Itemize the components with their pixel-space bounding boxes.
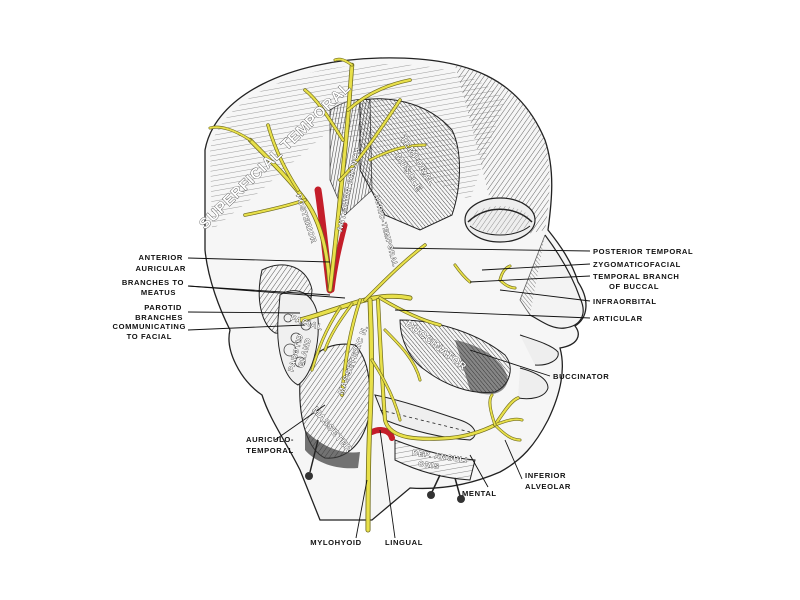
bottom-labels: MYLOHYOID LINGUAL [310,538,423,547]
label-buccinator: BUCCINATOR [553,372,609,381]
eye-orbit [464,197,536,243]
label-zygomaticofacial: ZYGOMATICOFACIAL [593,260,681,269]
facial-nerve [297,243,442,372]
label-temporal-branch-2: OF BUCCAL [609,282,659,291]
superficial-temporal-nerve [208,57,427,293]
label-infraorbital: INFRAORBITAL [593,297,657,306]
label-dep-anguli-2: ORIS [418,459,441,471]
right-labels: POSTERIOR TEMPORAL ZYGOMATICOFACIAL TEMP… [462,247,693,498]
label-parotid-branches-2: BRANCHES [135,313,183,322]
label-auriculotemporal-1: AURICULO- [246,435,294,444]
leader-lines [187,247,591,539]
label-inferior-alveolar-1: INFERIOR [525,471,566,480]
buccinator-muscle [399,319,511,395]
label-inferior-alveolar-2: ALVEOLAR [525,482,571,491]
label-articular: ARTICULAR [593,314,643,323]
label-posterior-temporal: POSTERIOR TEMPORAL [593,247,693,256]
nerves [208,57,524,533]
label-parotid-branches-1: PAROTID [144,303,182,312]
label-anterior-auricular-1: ANTERIOR [139,253,183,262]
label-mylohyoid: MYLOHYOID [310,538,361,547]
label-communicating-2: TO FACIAL [127,332,172,341]
ear-parotid [258,264,319,386]
mental-nerve-fan [488,393,524,442]
label-temporal-branch-1: TEMPORAL BRANCH [593,272,679,281]
retractor-pins [305,439,465,503]
label-auriculotemporal-2: TEMPORAL [246,446,293,455]
label-lingual: LINGUAL [385,538,423,547]
label-mental: MENTAL [462,489,497,498]
label-communicating-1: COMMUNICATING [113,322,186,331]
mandibular-branches [340,297,497,533]
nose-lips [517,234,584,400]
label-anterior-auricular-2: AURICULAR [135,264,186,273]
masseter-muscle [299,343,371,469]
label-branches-to-meatus-2: MEATUS [141,288,176,297]
infraorbital-nerve-fan [453,263,517,290]
label-branches-to-meatus-1: BRANCHES TO [122,278,184,287]
left-labels: ANTERIOR AURICULAR BRANCHES TO MEATUS PA… [113,253,294,455]
